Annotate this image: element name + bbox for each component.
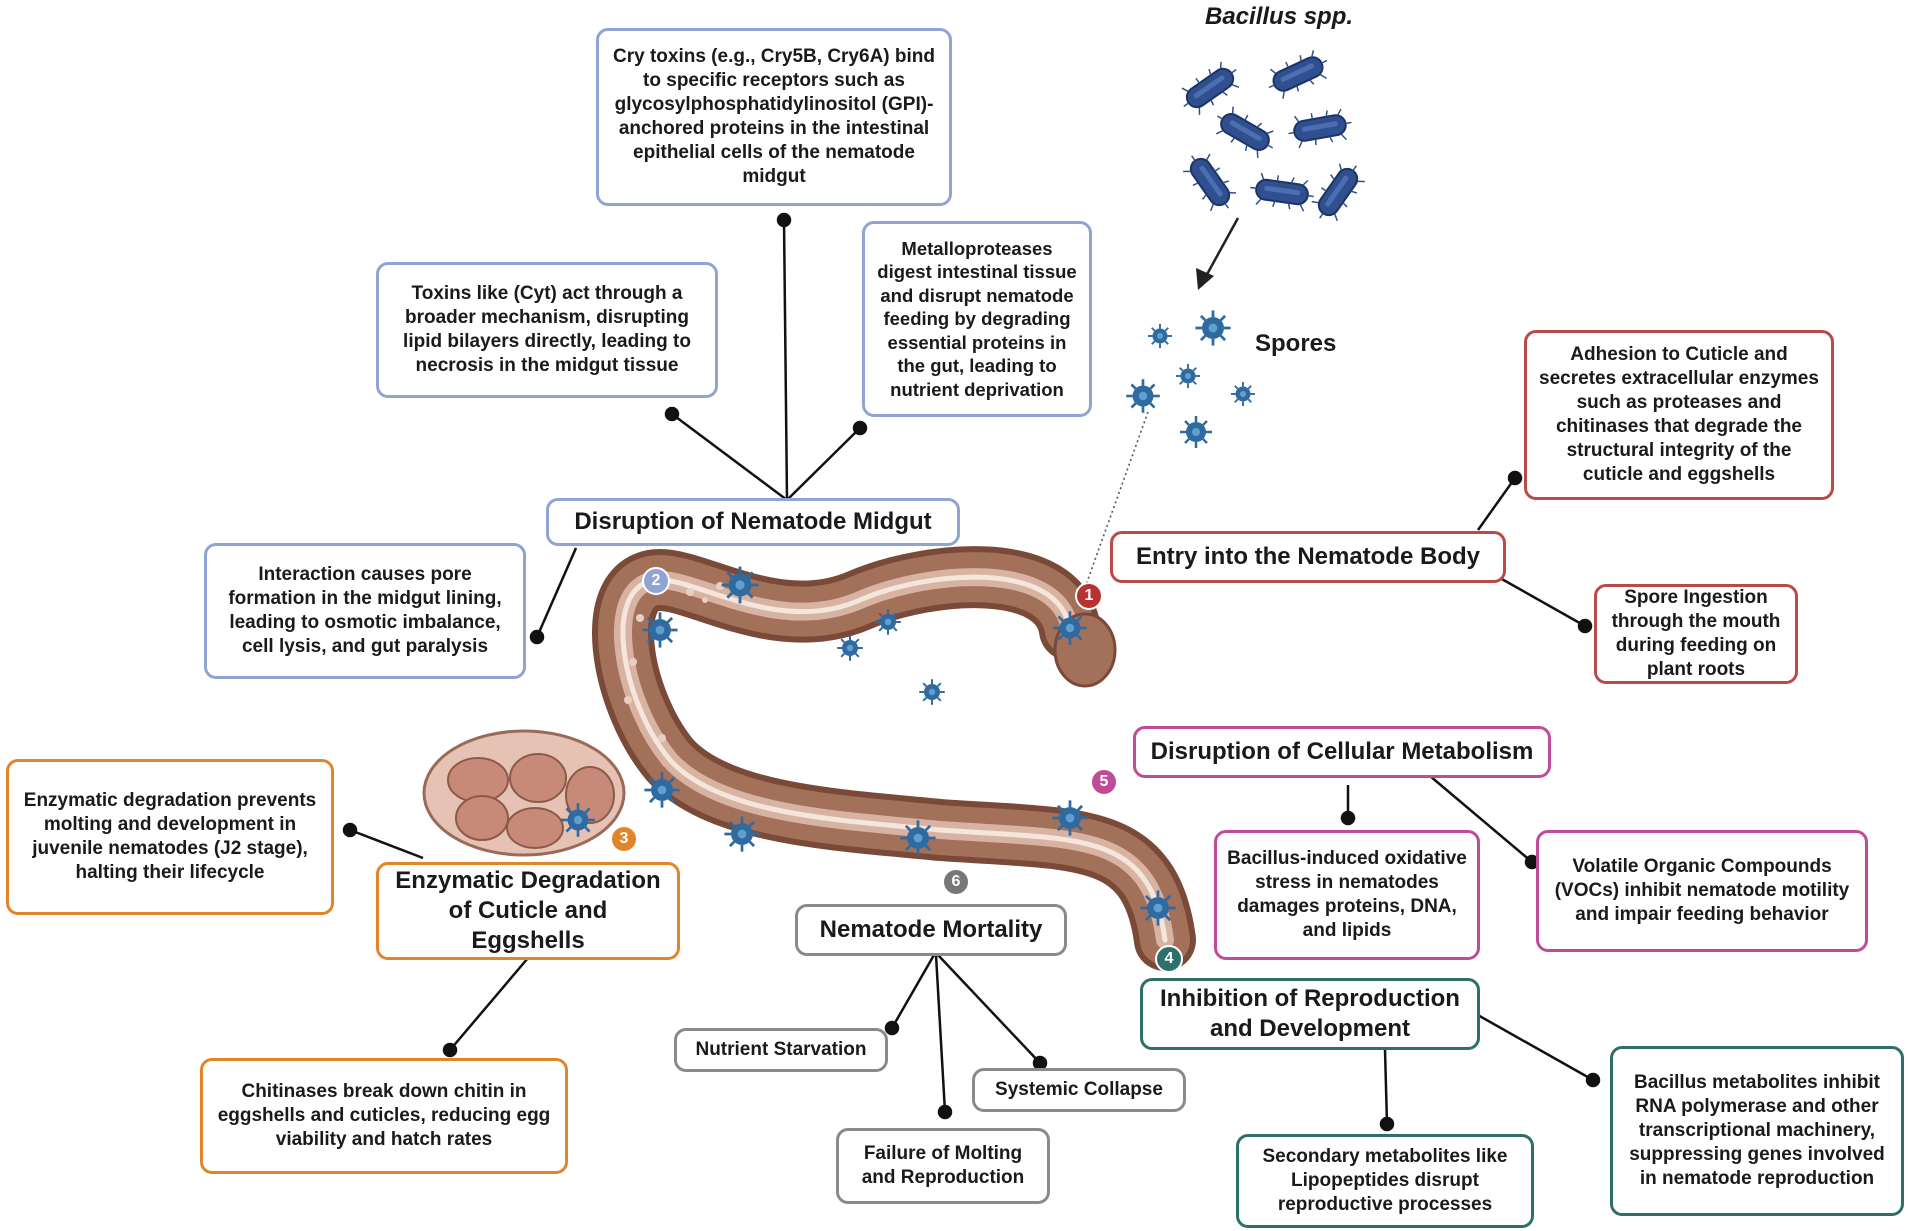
enzymatic-header: Enzymatic Degradation of Cuticle and Egg…: [376, 862, 680, 960]
cry-toxin-box: Cry toxins (e.g., Cry5B, Cry6A) bind to …: [596, 28, 952, 206]
oxidative-stress-box: Bacillus-induced oxidative stress in nem…: [1214, 830, 1480, 960]
arrow-to-spores: [1196, 217, 1240, 290]
nematode-body: [592, 546, 1196, 971]
voc-box: Volatile Organic Compounds (VOCs) inhibi…: [1536, 830, 1868, 952]
bacillus-label: Bacillus spp.: [1205, 3, 1354, 30]
marker-3: 3: [610, 825, 638, 853]
midgut-header: Disruption of Nematode Midgut: [546, 498, 960, 546]
rna-polymerase-box: Bacillus metabolites inhibit RNA polymer…: [1610, 1046, 1904, 1216]
spore-cluster: [1124, 309, 1256, 450]
metalloprotease-box: Metalloproteases digest intestinal tissu…: [862, 221, 1092, 417]
egg-cluster: [422, 729, 626, 857]
chitinase-box: Chitinases break down chitin in eggshell…: [200, 1058, 568, 1174]
nutrient-starvation-box: Nutrient Starvation: [674, 1028, 888, 1072]
spore-ingestion-box: Spore Ingestion through the mouth during…: [1594, 584, 1798, 684]
marker-1: 1: [1075, 582, 1103, 610]
spores-label: Spores: [1255, 330, 1337, 357]
molting-prevention-box: Enzymatic degradation prevents molting a…: [6, 759, 334, 915]
metabolism-header: Disruption of Cellular Metabolism: [1133, 726, 1551, 778]
connector-lines: [342, 212, 1601, 1132]
marker-2: 2: [642, 567, 670, 595]
cyt-toxin-box: Toxins like (Cyt) act through a broader …: [376, 262, 718, 398]
systemic-collapse-box: Systemic Collapse: [972, 1068, 1186, 1112]
mortality-header: Nematode Mortality: [795, 904, 1067, 956]
reproduction-header: Inhibition of Reproduction and Developme…: [1140, 978, 1480, 1050]
entry-header: Entry into the Nematode Body: [1110, 531, 1506, 583]
bacillus-cluster: [1173, 44, 1371, 229]
adhesion-box: Adhesion to Cuticle and secretes extrace…: [1524, 330, 1834, 500]
marker-6: 6: [942, 868, 970, 896]
molting-failure-box: Failure of Molting and Reproduction: [836, 1128, 1050, 1204]
marker-4: 4: [1155, 945, 1183, 973]
secondary-metabolites-box: Secondary metabolites like Lipopeptides …: [1236, 1134, 1534, 1228]
pore-formation-box: Interaction causes pore formation in the…: [204, 543, 526, 679]
marker-5: 5: [1090, 768, 1118, 796]
